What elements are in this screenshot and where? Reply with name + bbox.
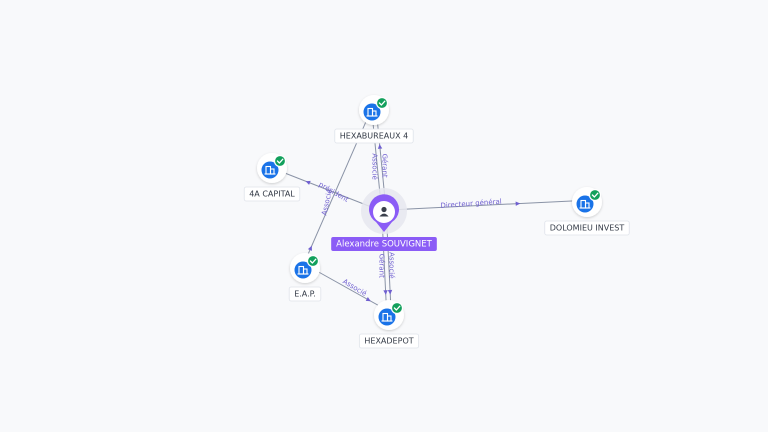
check-icon [375,96,389,110]
edge-arrow-icon [305,180,311,185]
company-name: HEXABUREAUX 4 [340,132,408,141]
company-name: HEXADEPOT [364,337,413,346]
building-icon [378,308,396,326]
person-node[interactable]: Alexandre SOUVIGNET [331,188,437,251]
edge-arrow-icon [387,289,393,295]
company-name: 4A CAPITAL [249,190,295,199]
edge-arrow-icon [515,201,521,206]
company-name: DOLOMIEU INVEST [550,224,625,233]
person-icon [379,206,389,217]
company-name: E.A.P. [294,290,316,299]
company-label: E.A.P. [288,286,322,302]
building-icon [261,161,279,179]
check-icon [306,254,320,268]
edge-label: Associé [341,277,368,297]
edge-label: Gérant [378,254,386,278]
edge-label: président [317,180,350,204]
edge-line [306,264,391,313]
person-name: Alexandre SOUVIGNET [336,240,432,250]
company-label: HEXADEPOT [358,333,420,349]
edge-label: Associé [371,153,379,179]
building-icon [576,195,594,213]
company-node-hexadepot[interactable]: HEXADEPOT [358,300,420,349]
company-label: HEXABUREAUX 4 [334,128,414,144]
edge-label: Gérant [380,154,388,178]
check-icon [273,154,287,168]
edge-arrow-icon [383,290,388,295]
edge-arrow-icon [365,297,371,302]
edge-e-dolomieu-directeur[interactable]: Directeur général [383,198,587,211]
company-node-dolomieu[interactable]: DOLOMIEU INVEST [544,187,630,236]
building-icon [363,103,381,121]
edge-label: Associé [320,189,334,217]
edge-line [383,199,587,211]
edge-arrow-icon [377,144,383,149]
company-node-eap[interactable]: E.A.P. [288,253,322,302]
building-icon [294,261,312,279]
company-node-hexabureaux4[interactable]: HEXABUREAUX 4 [334,95,414,144]
edge-label: Associé [388,252,396,278]
company-label: 4A CAPITAL [243,186,301,202]
check-icon [390,301,404,315]
map-pin-icon [369,194,399,232]
check-icon [588,188,602,202]
company-label: DOLOMIEU INVEST [544,220,630,236]
edge-label: Directeur général [440,198,502,210]
company-node-4acapital[interactable]: 4A CAPITAL [243,153,301,202]
person-label: Alexandre SOUVIGNET [331,237,437,251]
edge-arrow-icon [307,245,312,251]
